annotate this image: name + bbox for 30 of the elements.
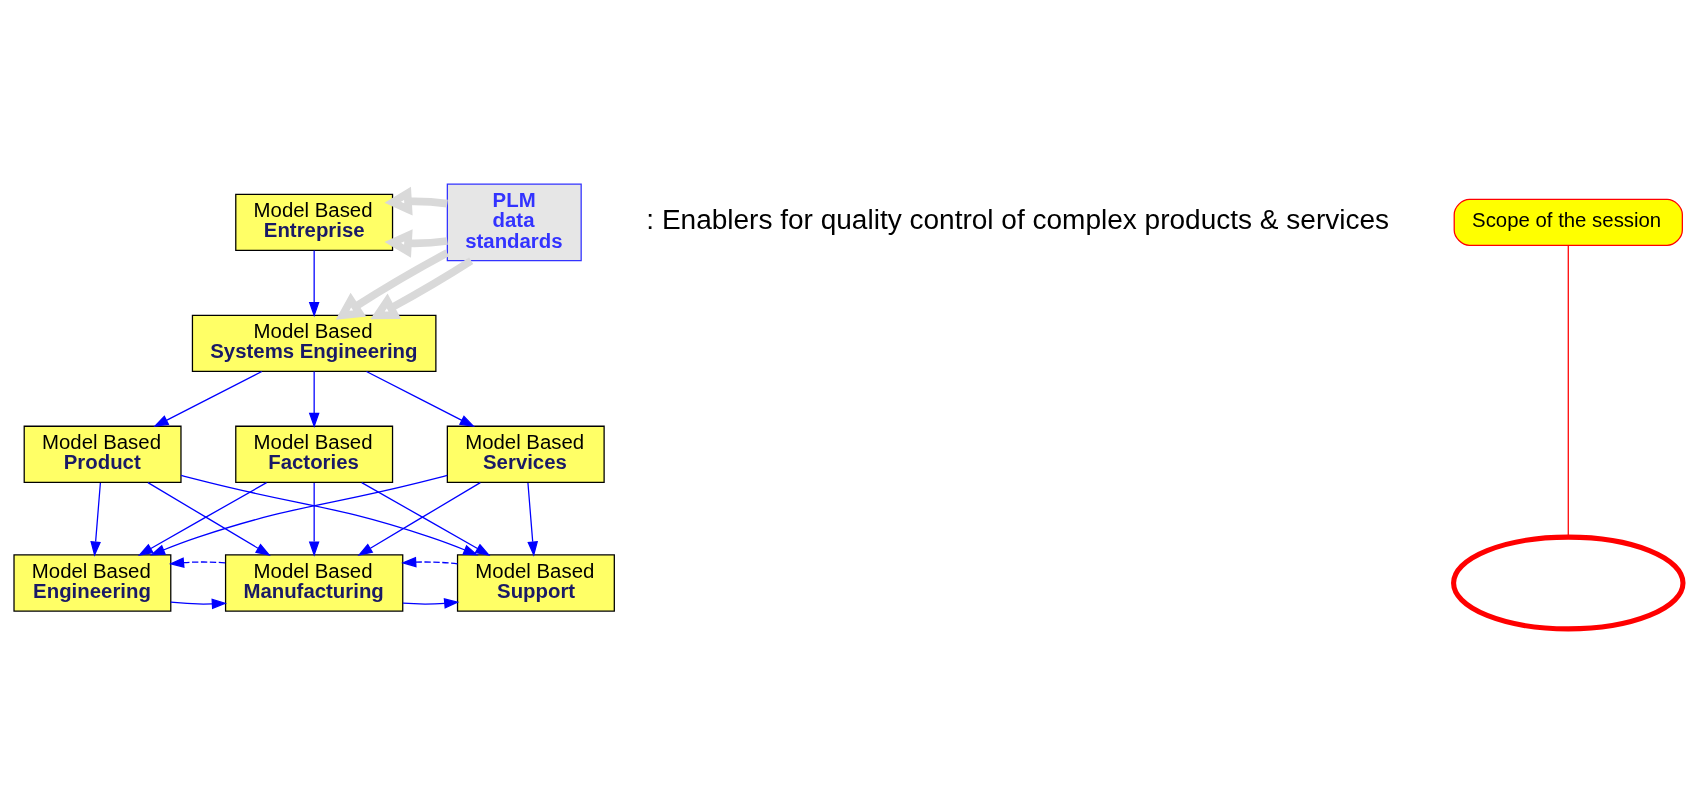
label: : Enablers for quality control of complex products & services — [646, 203, 1390, 235]
arrow — [153, 370, 263, 427]
arrow — [527, 481, 539, 557]
arrow — [308, 370, 320, 428]
node-box: Model Based Factories — [235, 425, 394, 483]
arrow — [335, 249, 450, 320]
arrow — [308, 249, 320, 317]
node-box: Scope of the session — [1453, 198, 1683, 246]
node-box: Model Based Support — [456, 553, 615, 612]
node-box: Model Based Systems Engineering — [191, 314, 437, 372]
arrow — [365, 370, 475, 427]
node-box: Model Based Entreprise — [235, 193, 394, 251]
arrow — [402, 597, 460, 609]
arrow — [308, 481, 320, 557]
node-box: Model Based Product — [23, 425, 182, 483]
node-box: Model Based Services — [446, 425, 605, 483]
arrow — [384, 228, 448, 258]
node-ellipse — [1451, 534, 1686, 631]
arrow — [90, 481, 101, 557]
arrow — [384, 186, 448, 215]
arrow — [170, 598, 228, 609]
node-box: PLM data standards — [446, 182, 582, 261]
arrow — [168, 556, 226, 568]
arrow — [370, 257, 474, 319]
arrow — [180, 474, 479, 556]
arrow — [401, 556, 459, 567]
node-box: Model Based Manufacturing — [224, 553, 404, 612]
connector — [1567, 244, 1569, 538]
arrow — [149, 474, 448, 556]
node-box: Model Based Engineering — [13, 553, 172, 612]
